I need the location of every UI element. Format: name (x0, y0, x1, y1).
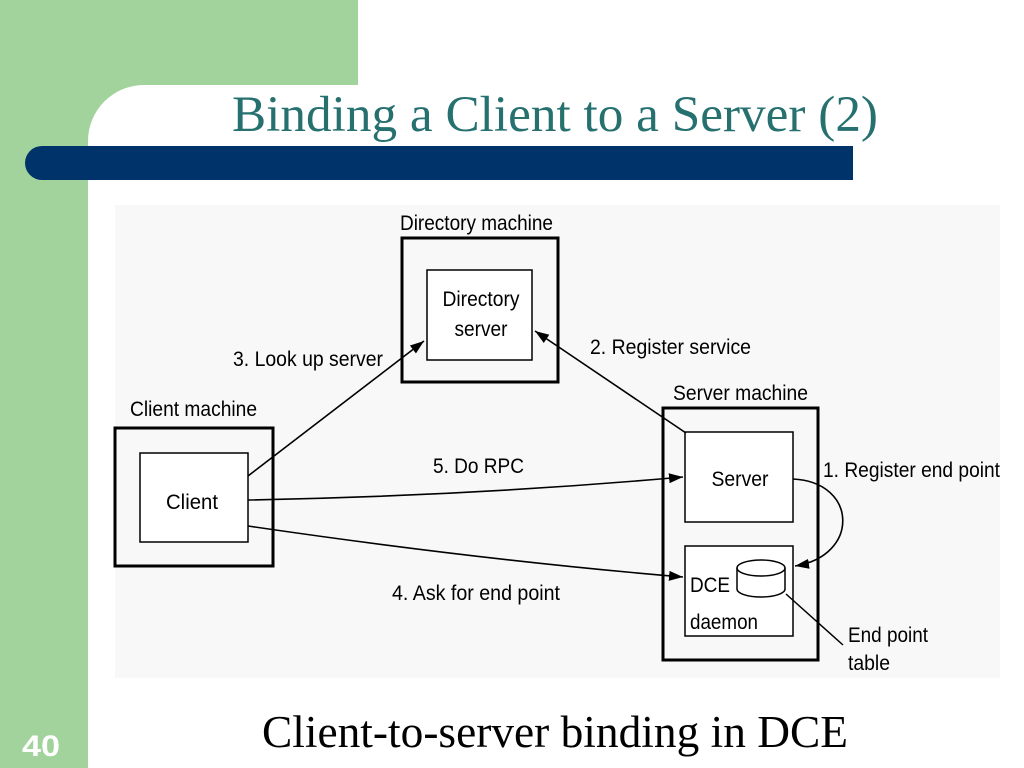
title-underline-bar (25, 146, 853, 180)
server-box (684, 431, 794, 523)
client-box (139, 452, 249, 543)
client-label: Client (166, 491, 218, 514)
arrow-look-up-server (247, 340, 425, 477)
step-label-ask-for-end-point: 4. Ask for end point (392, 582, 560, 605)
arrow-register-end-point (792, 478, 844, 569)
sidebar-green-left (0, 0, 88, 768)
page-number: 40 (22, 730, 60, 763)
endpoint-table-label-line1: End point (848, 624, 928, 647)
directory-server-label-line1: Directory (443, 288, 520, 311)
server-machine-box (661, 406, 820, 662)
slide-caption: Client-to-server binding in DCE (262, 707, 848, 757)
arrow-register-service (534, 330, 687, 434)
directory-machine-label: Directory machine (400, 212, 553, 235)
client-machine-box (113, 426, 275, 568)
endpoint-table-label-line2: table (848, 652, 890, 675)
client-machine-label: Client machine (130, 398, 257, 421)
arrow-do-rpc (247, 473, 684, 501)
dce-daemon-label-line1: DCE (690, 574, 730, 597)
directory-server-label-line2: server (455, 318, 508, 341)
step-label-look-up-server: 3. Look up server (233, 348, 383, 371)
server-label: Server (712, 468, 769, 491)
database-cylinder-icon (736, 559, 786, 598)
step-label-register-end-point: 1. Register end point (823, 459, 1000, 482)
arrow-ask-for-end-point (247, 525, 684, 581)
server-machine-label: Server machine (673, 382, 808, 405)
directory-machine-box (400, 236, 560, 384)
endpoint-table-pointer-line (785, 593, 844, 646)
dce-daemon-label-line2: daemon (690, 611, 758, 634)
step-label-register-service: 2. Register service (590, 336, 751, 359)
directory-server-box (426, 269, 533, 361)
step-label-do-rpc: 5. Do RPC (433, 455, 524, 478)
content-corner (88, 85, 388, 205)
slide-title: Binding a Client to a Server (2) (232, 87, 878, 143)
